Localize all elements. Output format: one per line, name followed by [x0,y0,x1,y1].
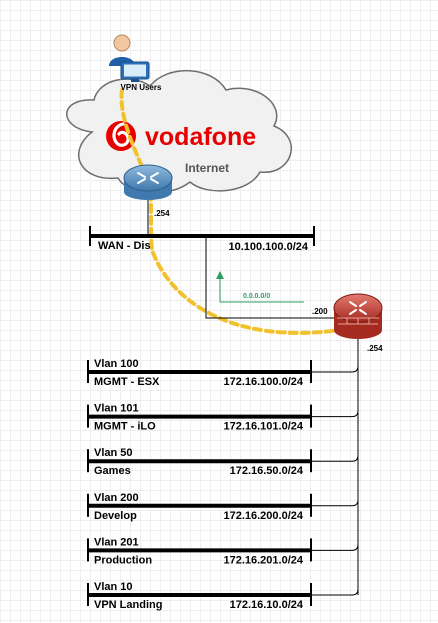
vlan-subnet: 172.16.101.0/24 [223,421,303,433]
vlan-trunk-link [311,365,359,373]
vlan-trunk-link [311,588,359,596]
vlan-trunk-link [311,499,359,507]
vlan-subnet: 172.16.10.0/24 [230,599,304,611]
firewall-wan-label: .200 [312,307,328,316]
vlan-name: Production [94,554,152,566]
vlan-name: Games [94,465,131,477]
vlan-id: Vlan 50 [94,447,133,459]
firewall-icon [333,293,383,339]
firewall-wan-link [205,236,334,319]
vlan-trunk-link [311,544,359,551]
router-interface-label: .254 [154,209,170,218]
vlan-name: MGMT - ESX [94,376,160,388]
wan-subnet: 10.100.100.0/24 [228,241,308,253]
vlan-trunk-link [311,410,359,418]
wan-name: WAN - Dis [98,240,151,252]
vlan-subnet: 172.16.50.0/24 [230,465,304,477]
vlan-id: Vlan 101 [94,403,139,415]
vlan-subnet: 172.16.200.0/24 [223,510,303,522]
vpn-users-label: VPN Users [121,83,162,92]
vlan-name: MGMT - iLO [94,421,156,433]
vlan-id: Vlan 100 [94,358,139,370]
wan-segment [89,226,315,246]
isp-name: vodafone [145,123,256,151]
user-with-monitor-icon [109,34,150,82]
router-icon [123,164,173,200]
vlan-subnet: 172.16.201.0/24 [223,554,303,566]
vlan-subnet: 172.16.100.0/24 [223,376,303,388]
vlan-name: Develop [94,510,137,522]
vlan-trunk-link [311,455,359,462]
default-route-arrow [216,271,304,303]
default-route-label: 0.0.0.0/0 [243,293,270,300]
internet-label: Internet [185,161,229,175]
vlan-id: Vlan 10 [94,581,133,593]
firewall-lan-label: .254 [367,344,383,353]
vlan-name: VPN Landing [94,599,162,611]
vlan-id: Vlan 200 [94,492,139,504]
vlan-id: Vlan 201 [94,536,139,548]
